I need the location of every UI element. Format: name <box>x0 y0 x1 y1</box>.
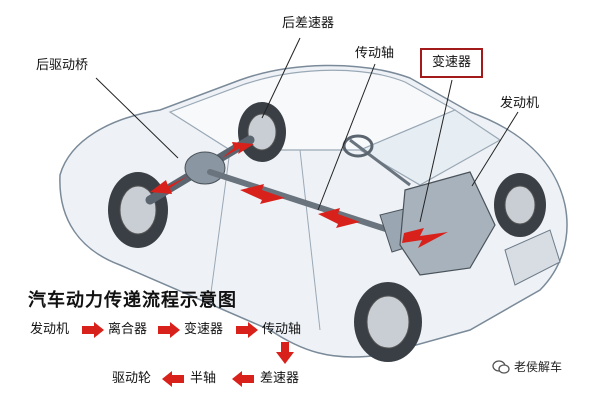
steering-wheel <box>342 134 374 158</box>
flow-step-transmission: 变速器 <box>184 322 224 337</box>
label-drive-shaft: 传动轴 <box>355 46 395 61</box>
power-arrow-shaft-2 <box>240 184 285 204</box>
callout-lines <box>95 37 519 223</box>
flow-arrow-right-2 <box>158 322 180 338</box>
flow-step-half-shaft: 半轴 <box>190 371 217 386</box>
flow-title: 汽车动力传递流程示意图 <box>28 290 237 311</box>
flow-arrow-left-2 <box>162 371 184 387</box>
wechat-bubble-icon <box>492 359 510 374</box>
rear-right-wheel <box>238 102 286 162</box>
power-arrow-axle-right <box>222 142 254 158</box>
label-transmission-highlighted: 变速器 <box>420 48 484 78</box>
power-arrow-engine <box>402 228 448 248</box>
front-grille <box>504 229 561 286</box>
watermark: 老侯解车 <box>492 358 562 375</box>
label-engine: 发动机 <box>500 96 540 111</box>
flow-step-engine: 发动机 <box>30 322 70 337</box>
flow-arrow-down <box>276 342 294 364</box>
flow-step-clutch: 离合器 <box>108 322 148 337</box>
flow-step-differential: 差速器 <box>260 371 300 386</box>
windshield-outline <box>358 109 502 186</box>
drive-shaft <box>207 169 398 235</box>
flow-step-drive-shaft: 传动轴 <box>262 322 302 337</box>
watermark-text: 老侯解车 <box>514 360 563 374</box>
power-arrow-axle-left <box>150 176 188 194</box>
engine-block <box>399 171 496 276</box>
flow-arrow-left-1 <box>232 371 254 387</box>
flow-step-drive-wheel: 驱动轮 <box>112 371 152 386</box>
power-arrow-shaft-1 <box>318 208 360 228</box>
label-rear-drive-axle: 后驱动桥 <box>36 58 89 73</box>
front-right-wheel <box>494 173 546 237</box>
steering-column <box>349 138 411 187</box>
label-rear-differential: 后差速器 <box>282 16 335 31</box>
front-left-wheel <box>354 282 422 362</box>
power-flow-arrows <box>150 142 448 248</box>
flow-arrow-right-1 <box>82 322 104 338</box>
flow-arrow-right-3 <box>236 322 258 338</box>
